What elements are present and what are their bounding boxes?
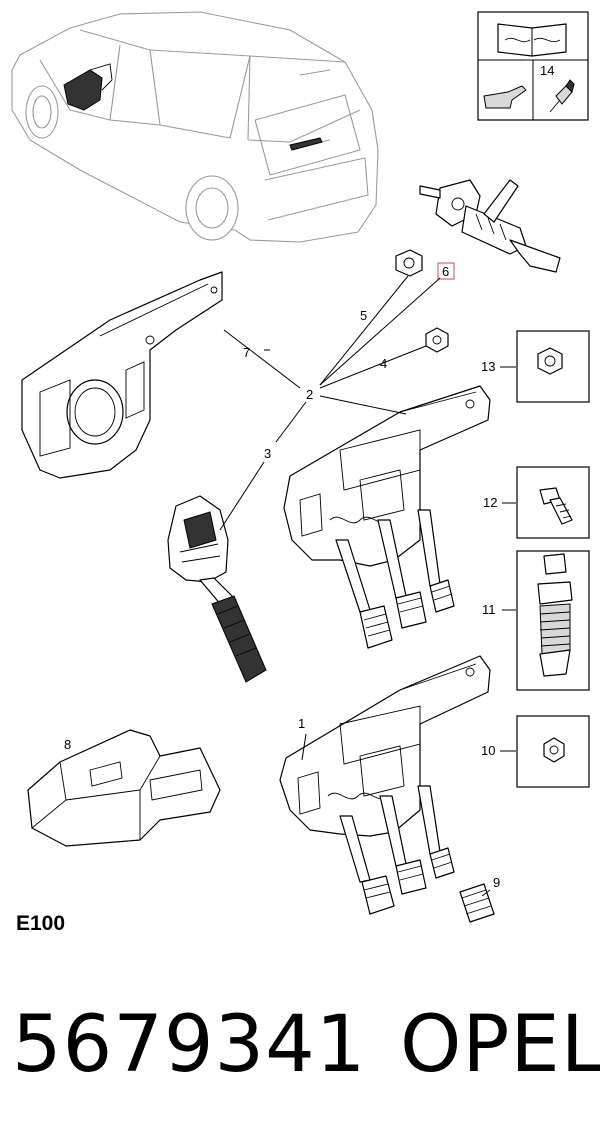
callout-11: 11 — [482, 602, 496, 617]
callout-1: 1 — [298, 716, 305, 731]
nut-part-4 — [425, 327, 449, 353]
callout-2: 2 — [306, 387, 313, 402]
spring-part-11 — [537, 553, 573, 677]
pedal-pad-part-9 — [459, 883, 495, 923]
callout-14: 14 — [540, 63, 554, 78]
oil-can-icon — [483, 85, 527, 109]
clutch-master-cylinder — [419, 179, 561, 273]
adhesive-tube-icon — [549, 79, 575, 113]
pedal-bracket-plate — [21, 271, 223, 479]
accelerator-pedal — [167, 495, 267, 683]
callout-9: 9 — [493, 875, 500, 890]
foam-insulator-part-8 — [27, 729, 221, 847]
part-10-box — [516, 715, 590, 788]
nut-part-10 — [543, 737, 565, 763]
pedal-box-assembly — [283, 385, 491, 649]
brand-name: OPEL — [400, 1000, 600, 1090]
callout-13: 13 — [481, 359, 495, 374]
callout-5: 5 — [360, 308, 367, 323]
nut-part-5 — [395, 249, 423, 277]
manual-book-icon — [497, 23, 567, 57]
screw-part-12 — [539, 487, 573, 525]
callout-3: 3 — [264, 446, 271, 461]
leader-lines — [219, 275, 516, 897]
callout-4: 4 — [380, 356, 387, 371]
instruction-box: 14 — [477, 11, 589, 121]
callout-10: 10 — [481, 743, 495, 758]
callout-7: 7 — [243, 345, 250, 360]
reference-label: E100 — [16, 912, 66, 935]
pedal-assembly-complete — [279, 655, 491, 915]
parts-diagram: 14 6 5 4 7 2 13 — [11, 11, 590, 923]
car-illustration — [11, 11, 379, 243]
nut-part-13 — [537, 347, 563, 375]
callout-6: 6 — [442, 264, 449, 279]
callout-12: 12 — [483, 495, 497, 510]
part-number: 5679341 — [12, 1000, 367, 1090]
callout-8: 8 — [64, 737, 71, 752]
callout-6-box — [437, 262, 455, 280]
